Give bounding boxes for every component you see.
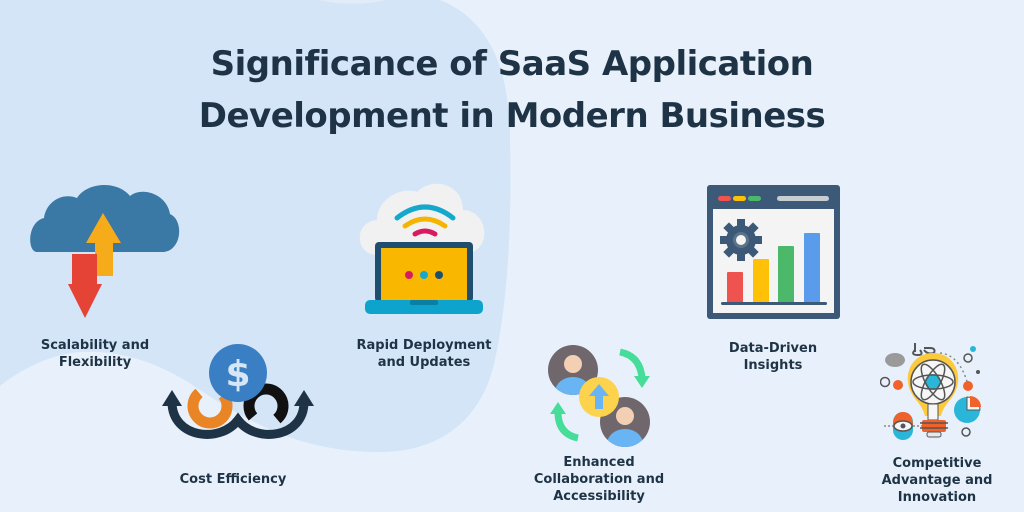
label-data-driven: Data-Driven Insights — [728, 341, 818, 373]
cloud-arrows-icon — [30, 184, 180, 318]
gear-icon — [720, 219, 762, 261]
label-cost-efficiency: Cost Efficiency — [179, 472, 287, 487]
title-line-2: Development in Modern Business — [198, 96, 826, 136]
page-title: Significance of SaaS Application Develop… — [0, 38, 1024, 142]
lightbulb-atom-icon — [880, 343, 981, 440]
label-rapid-deployment: Rapid Deployment and Updates — [356, 338, 492, 370]
label-collaboration: Enhanced Collaboration and Accessibility — [533, 455, 665, 504]
laptop-cloud-wifi-icon — [359, 183, 485, 314]
svg-text:$: $ — [225, 354, 250, 395]
users-exchange-icon — [548, 345, 650, 447]
dashboard-chart-icon — [707, 185, 840, 319]
label-scalability: Scalability and Flexibility — [40, 338, 150, 370]
label-competitive: Competitive Advantage and Innovation — [881, 456, 993, 505]
title-line-1: Significance of SaaS Application — [210, 44, 814, 84]
dollar-gears-icon: $ — [162, 344, 314, 439]
